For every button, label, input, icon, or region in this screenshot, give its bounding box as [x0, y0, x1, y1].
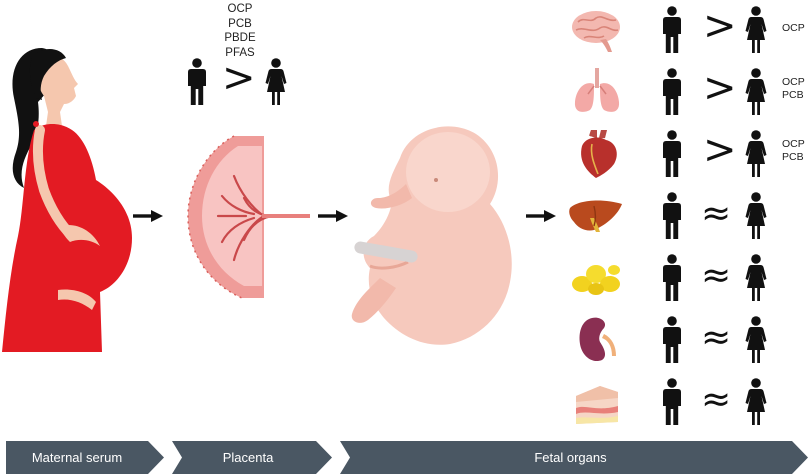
skin-icon — [576, 386, 618, 424]
chemical-label: PCB — [228, 17, 252, 30]
fetus-illustration — [340, 118, 530, 353]
chemical-label: PBDE — [224, 32, 256, 44]
chemical-label: OCP — [227, 3, 253, 15]
male-icon — [661, 254, 683, 302]
chemical-label: PCB — [782, 89, 804, 101]
organ-row: > OCP — [560, 0, 809, 60]
arrow-right-icon — [526, 210, 556, 222]
placenta-chemical-list: OCP PCB PBDE PFAS — [205, 2, 275, 60]
chemical-label: OCP — [782, 22, 805, 34]
organ-row: ≈ — [560, 372, 809, 432]
female-icon — [745, 6, 767, 54]
male-icon — [186, 58, 208, 106]
stage-label: Maternal serum — [31, 450, 123, 465]
comparison-symbol: ≈ — [701, 317, 732, 358]
female-icon — [265, 58, 287, 106]
female-icon — [745, 68, 767, 116]
fat-tissue-icon — [572, 265, 620, 295]
chemical-labels: OCP PCB — [782, 138, 805, 164]
female-icon — [745, 316, 767, 364]
female-icon — [745, 254, 767, 302]
placenta-illustration — [184, 132, 314, 302]
chemical-label: OCP — [782, 138, 805, 150]
comparison-symbol: ≈ — [701, 255, 732, 296]
male-icon — [661, 316, 683, 364]
chemical-labels: OCP PCB — [782, 76, 805, 102]
male-icon — [661, 68, 683, 116]
comparison-symbol: > — [703, 127, 737, 173]
heart-icon — [581, 130, 617, 178]
comparison-symbol: > — [222, 55, 256, 101]
comparison-symbol: ≈ — [701, 193, 732, 234]
chemical-label: OCP — [782, 76, 805, 88]
liver-icon — [569, 200, 622, 232]
pregnant-woman-illustration — [0, 40, 140, 355]
female-icon — [745, 130, 767, 178]
lungs-icon — [574, 68, 620, 112]
organ-row: > OCP PCB — [560, 62, 809, 122]
organ-row: > OCP PCB — [560, 124, 809, 184]
chemical-label: PCB — [782, 151, 804, 163]
male-icon — [661, 130, 683, 178]
organ-row: ≈ — [560, 248, 809, 308]
female-icon — [745, 192, 767, 240]
kidney-icon — [579, 317, 616, 362]
stage-maternal-serum: Maternal serum — [6, 441, 164, 474]
chemical-label: PFAS — [225, 46, 255, 59]
comparison-symbol: > — [703, 65, 737, 111]
chemical-labels: OCP — [782, 22, 805, 35]
arrow-right-icon — [133, 210, 163, 222]
male-icon — [661, 6, 683, 54]
comparison-symbol: > — [703, 3, 737, 49]
stage-label: Placenta — [222, 450, 274, 465]
organ-row: ≈ — [560, 310, 809, 370]
stage-placenta: Placenta — [172, 441, 332, 474]
stage-label: Fetal organs — [534, 450, 607, 465]
comparison-symbol: ≈ — [701, 379, 732, 420]
stage-fetal-organs: Fetal organs — [340, 441, 809, 474]
brain-icon — [572, 11, 620, 52]
male-icon — [661, 192, 683, 240]
female-icon — [745, 378, 767, 426]
organ-row: ≈ — [560, 186, 809, 246]
male-icon — [661, 378, 683, 426]
